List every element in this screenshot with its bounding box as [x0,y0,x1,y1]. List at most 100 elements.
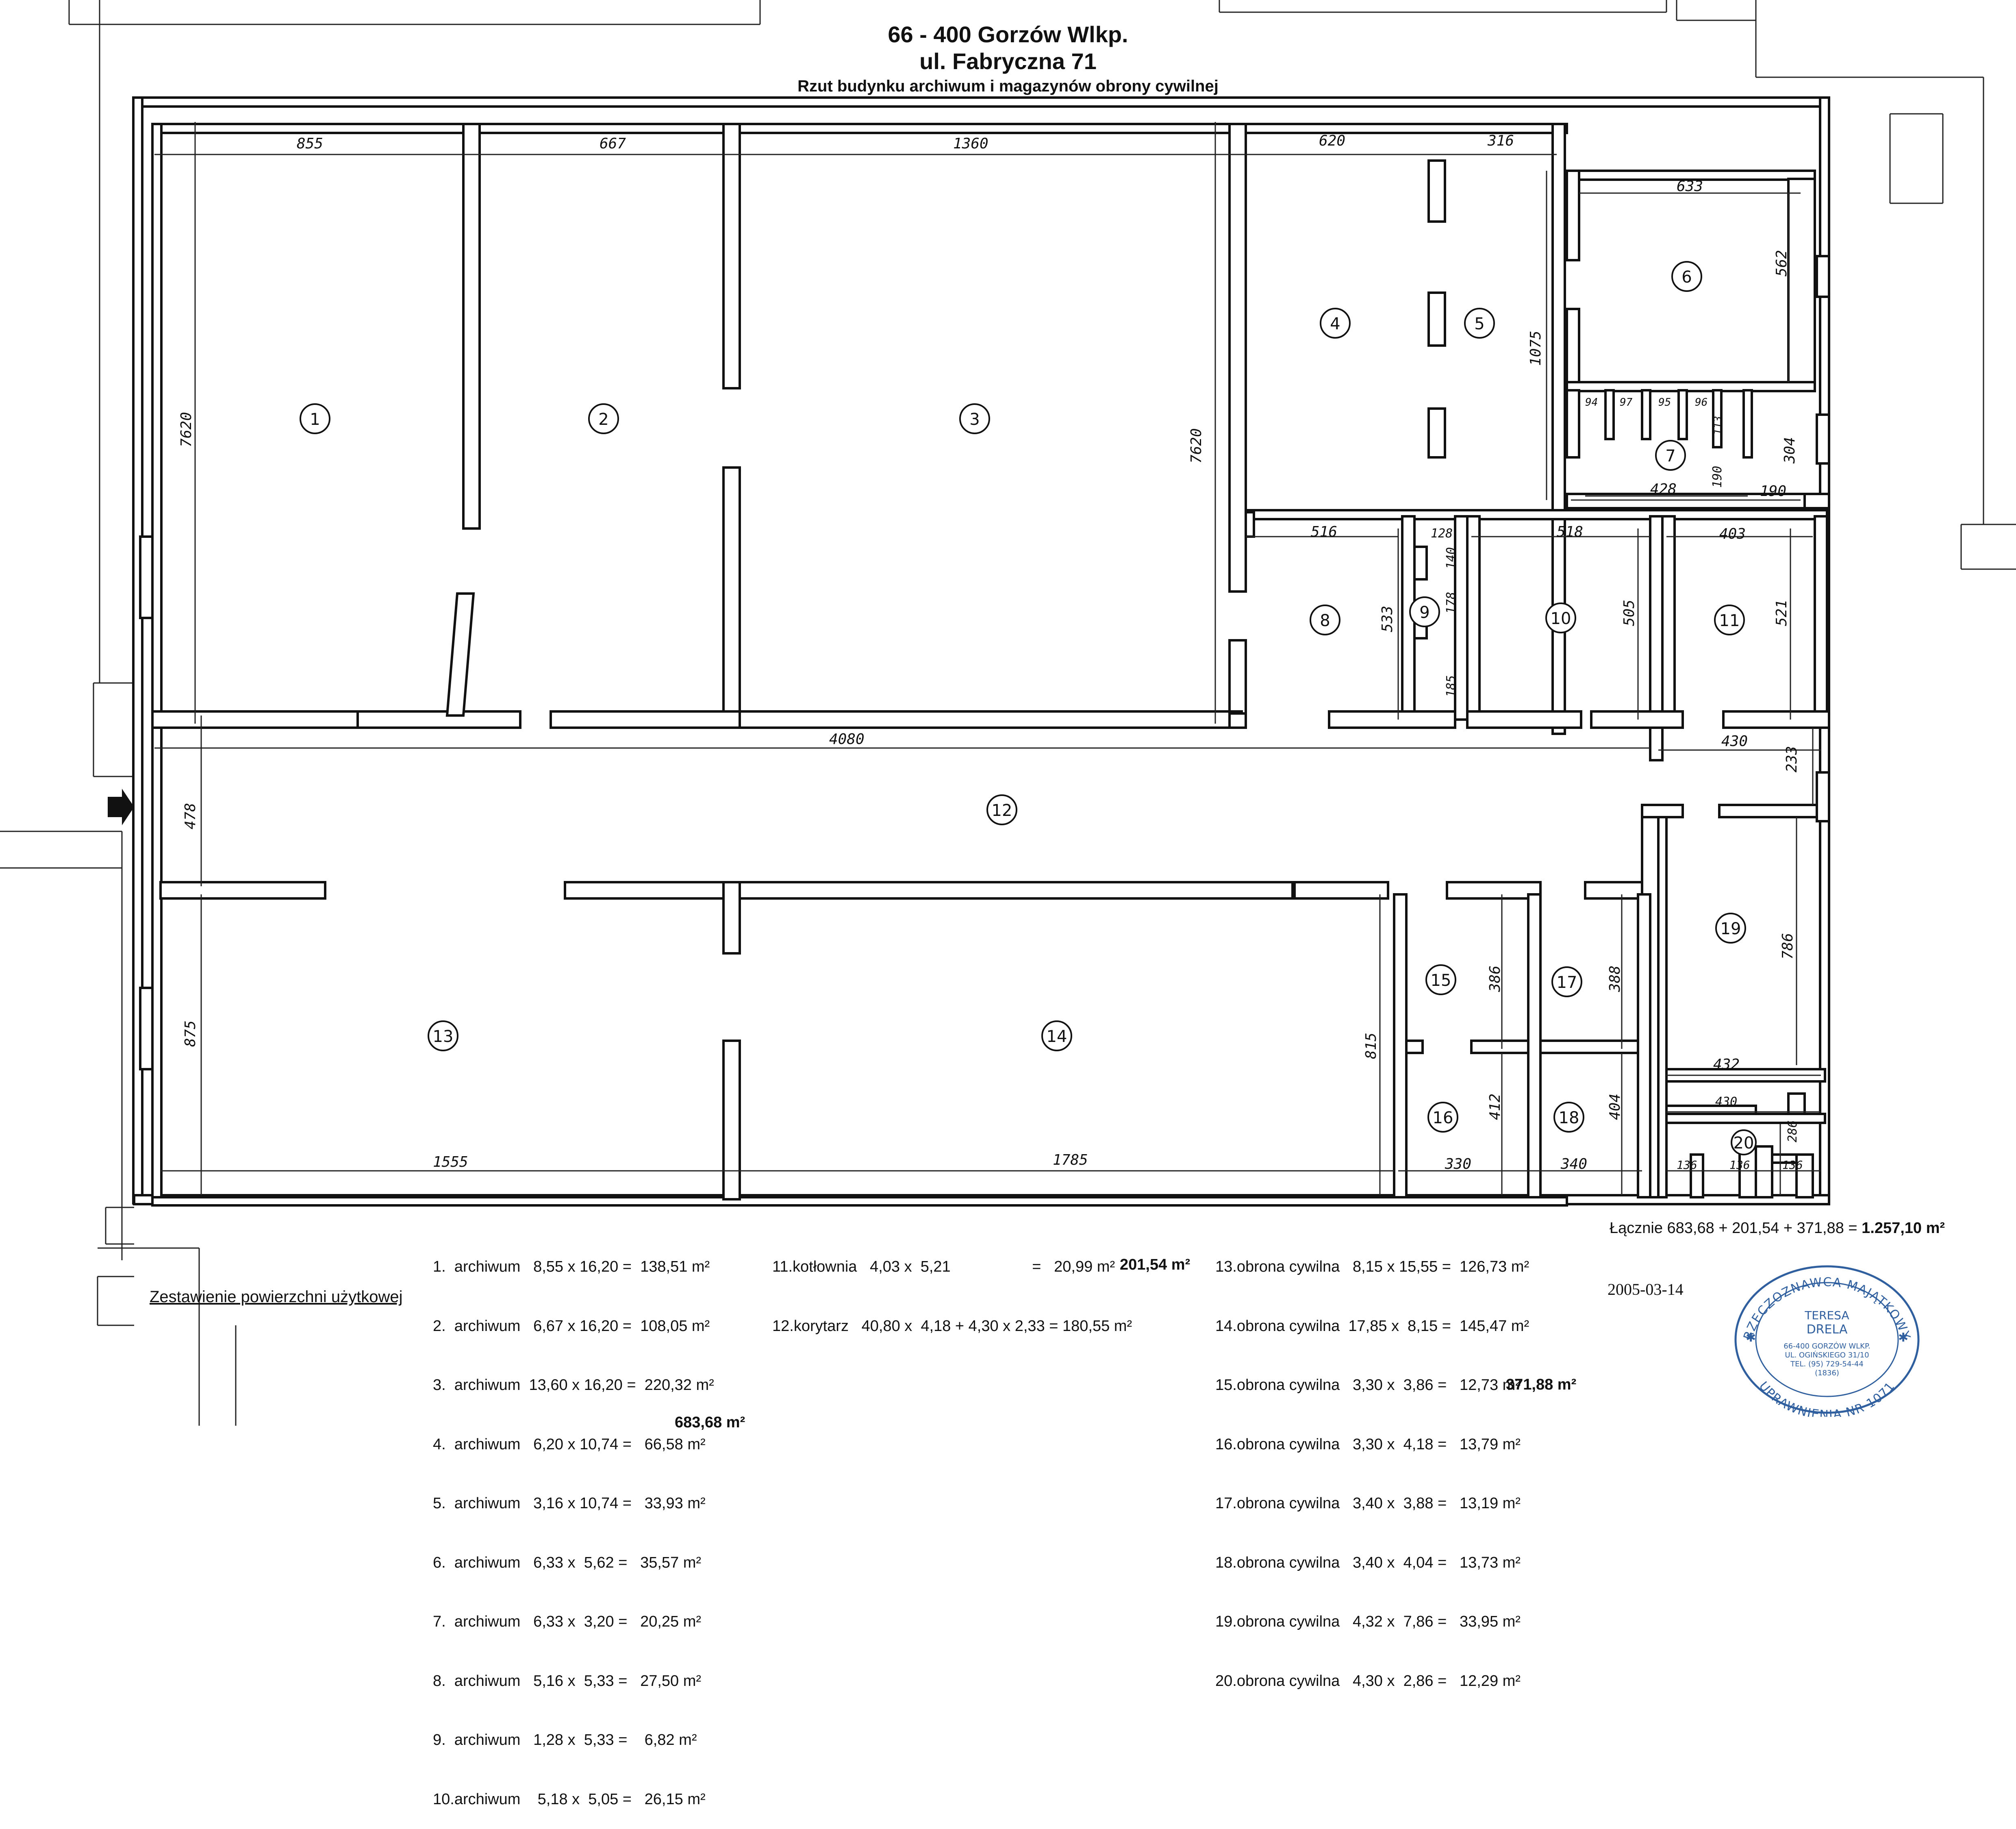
stamp-name-first: TERESA [1804,1309,1849,1322]
room-number-19: 19 [1721,920,1741,938]
room-marker-18 [1553,1102,1584,1133]
page-edges [0,0,2016,1426]
table-row: 19.obrona cywilna 4,32 x 7,86 = 33,95 m² [1215,1613,1521,1630]
dim-label: 97 [1620,396,1633,409]
dim-label: 815 [1363,1033,1379,1059]
grand-total-value: 1.257,10 m² [1862,1220,1945,1237]
dim-label: 533 [1379,606,1396,632]
room-marker-14 [1041,1020,1072,1051]
archive-total: 683,68 m² [675,1414,745,1431]
walls [132,96,1830,1207]
dim-label: 786 [1779,933,1796,959]
table-row: 5. archiwum 3,16 x 10,74 = 33,93 m² [433,1495,706,1512]
table-row: 7. archiwum 6,33 x 3,20 = 20,25 m² [433,1613,702,1630]
table-row: 3. archiwum 13,60 x 16,20 = 220,32 m² [433,1377,714,1394]
stamp-arc-bottom: UPRAWNIENIA NR 1071 [1756,1379,1897,1417]
table-row: 16.obrona cywilna 3,30 x 4,18 = 13,79 m² [1215,1435,1521,1453]
entrance-arrow-icon [108,789,134,825]
room-number-15: 15 [1431,971,1451,990]
corridor-total: 201,54 m² [1120,1256,1190,1273]
dim-label: 403 [1719,526,1746,542]
dim-label: 521 [1773,600,1790,626]
room-marker-16 [1427,1102,1458,1133]
dim-label: 96 [1695,396,1708,409]
room-number-5: 5 [1474,315,1484,333]
table-row: 20.obrona cywilna 4,30 x 2,86 = 12,29 m² [1215,1672,1521,1690]
room-marker-3 [959,403,990,434]
room-marker-13 [428,1020,458,1051]
dim-label: 518 [1557,524,1583,540]
dim-label: 316 [1487,133,1514,149]
room-marker-6 [1671,261,1702,292]
room-marker-11 [1714,605,1745,635]
room-number-12: 12 [992,801,1012,820]
dim-label: 190 [1710,466,1725,488]
dim-label: 340 [1560,1156,1587,1172]
room-marker-10 [1545,602,1576,633]
room-number-2: 2 [598,410,608,429]
dim-label: 620 [1319,133,1345,149]
stamp-ornament-right-icon: ✱ [1898,1331,1908,1345]
dim-label: 428 [1650,481,1677,498]
stamp-address-1: 66-400 GORZÓW WLKP. [1784,1342,1870,1351]
dim-label: 386 [1487,966,1503,992]
room-marker-15 [1425,964,1456,995]
dim-label: 233 [1784,746,1800,772]
table-row: 4. archiwum 6,20 x 10,74 = 66,58 m² [433,1435,706,1453]
dim-label: 128 [1431,526,1453,541]
dim-label: 136 [1729,1158,1750,1172]
room-marker-7 [1655,440,1686,471]
dim-label: 855 [297,135,323,152]
table-row: 6. archiwum 6,33 x 5,62 = 35,57 m² [433,1554,702,1571]
dim-label: 7620 [178,412,195,447]
dim-label: 505 [1621,600,1638,626]
dim-label: 94 [1585,396,1598,409]
room-number-4: 4 [1330,315,1340,333]
dim-label: 412 [1487,1094,1503,1120]
area-table-corridor: 11.kotłownia 4,03 x 5,21 = 20,99 m² 12.k… [772,1218,1132,1356]
dim-label: 562 [1773,250,1790,276]
room-number-20: 20 [1734,1134,1754,1153]
dim-label: 430 [1721,733,1748,750]
table-row: 14.obrona cywilna 17,85 x 8,15 = 145,47 … [1215,1317,1529,1335]
dim-label: 304 [1781,437,1798,464]
dim-label: 516 [1311,524,1337,540]
dim-label: 1555 [433,1154,468,1170]
dim-label: 432 [1713,1056,1740,1073]
dim-label: 667 [600,135,626,152]
room-number-7: 7 [1665,447,1675,465]
address-street: ul. Fabryczna 71 [919,48,1097,74]
grand-total: Łącznie 683,68 + 201,54 + 371,88 = 1.257… [1610,1220,1945,1237]
table-row: 15.obrona cywilna 3,30 x 3,86 = 12,73 m² [1215,1377,1521,1394]
area-table-civil-defense: 13.obrona cywilna 8,15 x 15,55 = 126,73 … [1215,1218,1529,1711]
dim-label: 286 [1786,1120,1800,1142]
area-table-archive: 1. archiwum 8,55 x 16,20 = 138,51 m² 2. … [433,1218,714,1829]
room-marker-17 [1551,966,1582,997]
table-row: 1. archiwum 8,55 x 16,20 = 138,51 m² [433,1258,710,1275]
room-number-14: 14 [1047,1027,1067,1046]
room-marker-2 [588,403,619,434]
dim-label: 190 [1760,483,1786,500]
room-number-16: 16 [1433,1109,1453,1127]
stamp-ornament-left-icon: ✱ [1746,1331,1756,1345]
dim-label: 140 [1444,547,1458,569]
table-row: 10.archiwum 5,18 x 5,05 = 26,15 m² [433,1790,706,1808]
room-number-18: 18 [1559,1109,1579,1127]
table-row: 17.obrona cywilna 3,40 x 3,88 = 13,19 m² [1215,1495,1521,1512]
table-caption: Zestawienie powierzchni użytkowej [150,1288,403,1306]
stamp-name-last: DRELA [1807,1322,1848,1337]
dim-label: 136 [1677,1158,1697,1172]
room-marker-19 [1715,913,1746,944]
dim-label: 1360 [953,135,988,152]
plan-subtitle: Rzut budynku archiwum i magazynów obrony… [797,77,1219,95]
room-number-1: 1 [310,410,320,429]
dim-label: 1075 [1527,331,1544,366]
dim-label: 136 [1782,1158,1803,1172]
civil-defense-total: 371,88 m² [1506,1376,1577,1393]
dimension-labels: 855 667 1360 620 316 633 562 1075 7620 7… [178,133,1803,1172]
dim-label: 1785 [1053,1152,1088,1168]
dim-label: 95 [1658,396,1671,409]
room-marker-5 [1464,308,1495,339]
room-marker-1 [300,403,330,434]
room-number-9: 9 [1419,603,1429,622]
